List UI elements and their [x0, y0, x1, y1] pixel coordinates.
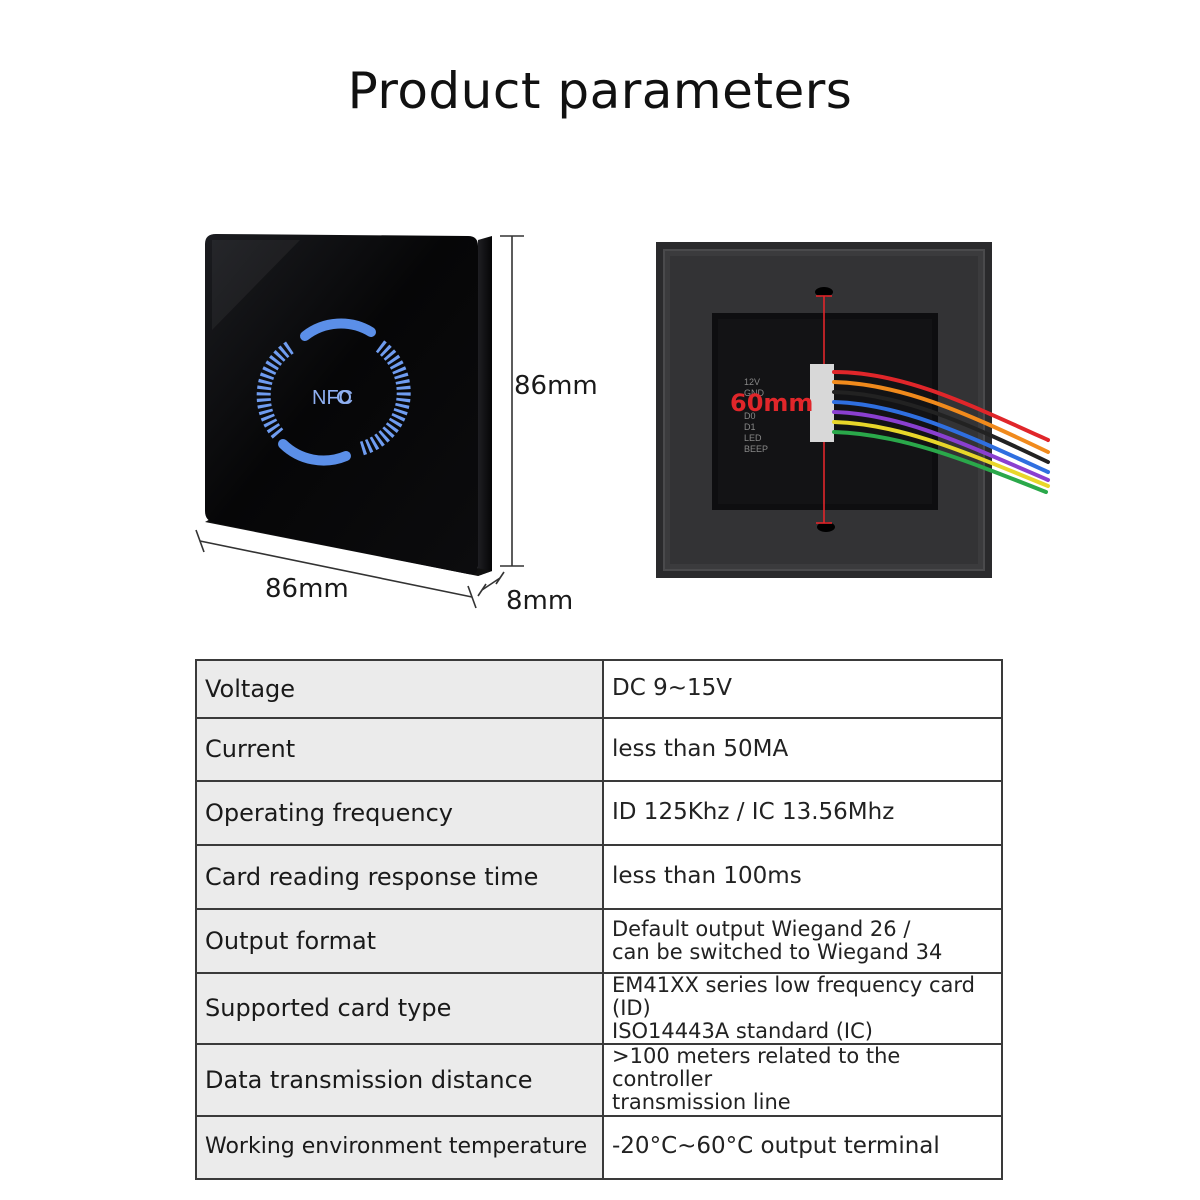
- terminal-label: BEEP: [744, 444, 768, 454]
- terminal-label: LED: [744, 433, 762, 443]
- wire-connector: [810, 364, 834, 442]
- terminal-label: D1: [744, 422, 756, 432]
- spec-label: Data transmission distance: [195, 1043, 604, 1117]
- spec-value-line: EM41XX series low frequency card (ID): [612, 973, 975, 1021]
- spec-value: ID 125Khz / IC 13.56Mhz: [602, 780, 1003, 846]
- spec-table: Voltage DC 9~15V Current less than 50MA …: [195, 659, 1003, 1180]
- spec-label: Current: [195, 717, 604, 782]
- front-view-figure: NFC 12V: [195, 234, 1050, 609]
- mount-hole-top: [815, 287, 833, 297]
- hole-spacing-label: 60mm: [730, 389, 813, 417]
- spec-label: Voltage: [195, 659, 604, 719]
- spec-value: >100 meters related to the controller tr…: [602, 1043, 1003, 1117]
- spec-value-line: transmission line: [612, 1090, 791, 1115]
- spec-value: -20°C~60°C output terminal: [602, 1114, 1003, 1180]
- nfc-ring-icon: [256, 318, 411, 466]
- spec-label: Working environment temperature: [195, 1114, 604, 1180]
- nfc-logo: NFC: [312, 387, 353, 409]
- spec-label: Output format: [195, 908, 604, 974]
- table-row: Card reading response time less than 100…: [195, 844, 1003, 910]
- spec-value: EM41XX series low frequency card (ID) IS…: [602, 971, 1003, 1046]
- panel-glare: [212, 240, 300, 330]
- spec-value-line: Default output Wiegand 26 /: [612, 916, 911, 941]
- spec-value: Default output Wiegand 26 / can be switc…: [602, 908, 1003, 974]
- table-row: Output format Default output Wiegand 26 …: [195, 908, 1003, 974]
- table-row: Operating frequency ID 125Khz / IC 13.56…: [195, 780, 1003, 846]
- spec-value-line: >100 meters related to the controller: [612, 1044, 901, 1092]
- width-label: 86mm: [265, 574, 349, 604]
- table-row: Data transmission distance >100 meters r…: [195, 1043, 1003, 1117]
- spec-value: less than 100ms: [602, 844, 1003, 910]
- height-label: 86mm: [514, 371, 598, 401]
- table-row: Supported card type EM41XX series low fr…: [195, 971, 1003, 1046]
- spec-value: DC 9~15V: [602, 659, 1003, 719]
- terminal-label: 12V: [744, 377, 760, 387]
- spec-value-line: can be switched to Wiegand 34: [612, 940, 943, 964]
- terminal-label: D0: [744, 411, 756, 421]
- spec-value: less than 50MA: [602, 717, 1003, 782]
- table-row: Working environment temperature -20°C~60…: [195, 1114, 1003, 1180]
- height-dimension-line: [500, 235, 524, 567]
- wire-bundle: [832, 370, 1050, 494]
- depth-label: 8mm: [506, 586, 574, 616]
- table-row: Voltage DC 9~15V: [195, 659, 1003, 719]
- spec-value-line: ISO14443A standard (IC): [612, 1019, 873, 1044]
- width-dimension-line: [195, 529, 477, 609]
- table-row: Current less than 50MA: [195, 717, 1003, 782]
- terminal-label: GND: [744, 388, 765, 398]
- depth-dimension-line: [477, 571, 505, 597]
- spec-label: Card reading response time: [195, 844, 604, 910]
- spec-label: Operating frequency: [195, 780, 604, 846]
- page-title: Product parameters: [347, 62, 853, 120]
- spec-label: Supported card type: [195, 971, 604, 1046]
- mount-hole-bottom: [817, 522, 835, 532]
- nfc-wave-icon: [337, 390, 351, 404]
- front-panel: [205, 234, 478, 575]
- panel-side-edge: [478, 236, 492, 576]
